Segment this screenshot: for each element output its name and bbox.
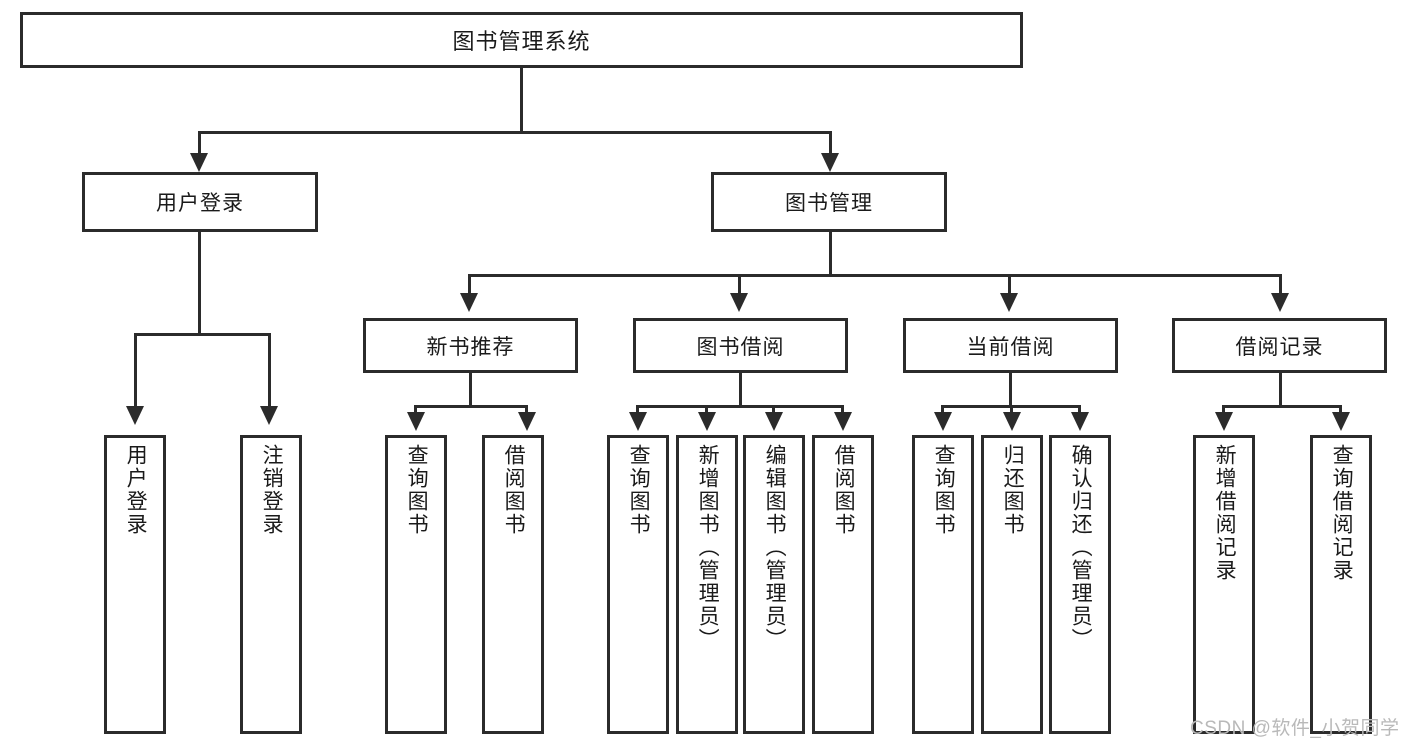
node-label: 编辑图书（管理员） <box>763 444 787 651</box>
node-book-borrow[interactable]: 图书借阅 <box>633 318 848 373</box>
connector-record-drop-2 <box>1339 405 1342 417</box>
leaf-record-query-record[interactable]: 查询借阅记录 <box>1310 435 1372 734</box>
connector-borrow-drop-2 <box>705 405 708 417</box>
arrow-recommend-leaf-1 <box>407 412 425 431</box>
leaf-borrow-borrow-book[interactable]: 借阅图书 <box>812 435 874 734</box>
connector-root-to-book-mgmt <box>829 131 832 157</box>
leaf-record-add-record[interactable]: 新增借阅记录 <box>1193 435 1255 734</box>
node-label: 图书管理 <box>785 192 873 215</box>
node-label: 用户登录 <box>124 444 148 536</box>
connector-book-mgmt-drop-3 <box>1008 274 1011 296</box>
leaf-recommend-query-book[interactable]: 查询图书 <box>385 435 447 734</box>
arrow-borrow-leaf-1 <box>629 412 647 431</box>
node-label: 查询图书 <box>405 444 429 536</box>
connector-current-drop-3 <box>1078 405 1081 417</box>
leaf-current-confirm-return[interactable]: 确认归还（管理员） <box>1049 435 1111 734</box>
node-label: 当前借阅 <box>966 335 1055 359</box>
leaf-recommend-borrow-book[interactable]: 借阅图书 <box>482 435 544 734</box>
arrow-to-leaf-logout <box>260 406 278 425</box>
node-label: 查询借阅记录 <box>1330 444 1354 582</box>
node-label: 查询图书 <box>627 444 651 536</box>
connector-book-mgmt-bar <box>468 274 1282 277</box>
connector-book-mgmt-drop-1 <box>468 274 471 296</box>
connector-recommend-drop-2 <box>525 405 528 417</box>
connector-borrow-drop-4 <box>841 405 844 417</box>
connector-borrow-stem <box>739 373 742 407</box>
arrow-borrow-leaf-3 <box>765 412 783 431</box>
node-label: 借阅图书 <box>502 444 526 536</box>
arrow-record-leaf-1 <box>1215 412 1233 431</box>
node-borrow-record[interactable]: 借阅记录 <box>1172 318 1387 373</box>
arrow-borrow-leaf-2 <box>698 412 716 431</box>
connector-user-login-drop-1 <box>134 333 137 410</box>
node-label: 图书借阅 <box>696 335 785 359</box>
connector-record-drop-1 <box>1222 405 1225 417</box>
arrow-current-leaf-1 <box>934 412 952 431</box>
arrow-root-to-book-mgmt <box>821 153 839 172</box>
arrow-current-leaf-2 <box>1003 412 1021 431</box>
node-label: 借阅记录 <box>1235 335 1324 359</box>
node-label: 新书推荐 <box>426 335 515 359</box>
leaf-borrow-edit-book[interactable]: 编辑图书（管理员） <box>743 435 805 734</box>
connector-root-to-user-login <box>198 131 201 157</box>
leaf-user-login[interactable]: 用户登录 <box>104 435 166 734</box>
arrow-to-borrow-record <box>1271 293 1289 312</box>
node-label: 新增借阅记录 <box>1213 444 1237 582</box>
connector-record-bar <box>1222 405 1342 408</box>
node-label: 确认归还（管理员） <box>1069 444 1093 651</box>
arrow-to-leaf-user-login <box>126 406 144 425</box>
node-label: 新增图书（管理员） <box>696 444 720 651</box>
connector-current-stem <box>1009 373 1012 407</box>
arrow-to-current-borrow <box>1000 293 1018 312</box>
node-label: 图书管理系统 <box>452 29 591 54</box>
connector-borrow-bar <box>636 405 844 408</box>
node-root-system[interactable]: 图书管理系统 <box>20 12 1023 68</box>
node-new-book-recommend[interactable]: 新书推荐 <box>363 318 578 373</box>
connector-borrow-drop-1 <box>636 405 639 417</box>
node-label: 查询图书 <box>932 444 956 536</box>
connector-current-drop-1 <box>941 405 944 417</box>
node-label: 用户登录 <box>156 192 244 215</box>
connector-book-mgmt-drop-4 <box>1279 274 1282 296</box>
node-label: 注销登录 <box>260 444 284 536</box>
leaf-current-query-book[interactable]: 查询图书 <box>912 435 974 734</box>
connector-current-drop-2 <box>1010 405 1013 417</box>
connector-book-mgmt-drop-2 <box>738 274 741 296</box>
connector-user-login-drop-2 <box>268 333 271 410</box>
connector-root-bar <box>198 131 832 134</box>
connector-borrow-drop-3 <box>772 405 775 417</box>
connector-record-stem <box>1279 373 1282 407</box>
connector-user-login-stem <box>198 232 201 335</box>
leaf-borrow-query-book[interactable]: 查询图书 <box>607 435 669 734</box>
connector-recommend-bar <box>414 405 528 408</box>
arrow-record-leaf-2 <box>1332 412 1350 431</box>
arrow-current-leaf-3 <box>1071 412 1089 431</box>
node-current-borrow[interactable]: 当前借阅 <box>903 318 1118 373</box>
arrow-to-new-book-recommend <box>460 293 478 312</box>
connector-user-login-bar <box>134 333 271 336</box>
node-label: 归还图书 <box>1001 444 1025 536</box>
arrow-root-to-user-login <box>190 153 208 172</box>
leaf-current-return-book[interactable]: 归还图书 <box>981 435 1043 734</box>
connector-book-mgmt-stem <box>829 232 832 276</box>
node-book-management[interactable]: 图书管理 <box>711 172 947 232</box>
node-label: 借阅图书 <box>832 444 856 536</box>
leaf-logout[interactable]: 注销登录 <box>240 435 302 734</box>
connector-recommend-drop-1 <box>414 405 417 417</box>
connector-root-stem <box>520 68 523 133</box>
arrow-recommend-leaf-2 <box>518 412 536 431</box>
leaf-borrow-add-book[interactable]: 新增图书（管理员） <box>676 435 738 734</box>
connector-recommend-stem <box>469 373 472 407</box>
arrow-borrow-leaf-4 <box>834 412 852 431</box>
node-user-login[interactable]: 用户登录 <box>82 172 318 232</box>
arrow-to-book-borrow <box>730 293 748 312</box>
watermark-text: CSDN @软件_小贺同学 <box>1190 718 1400 739</box>
